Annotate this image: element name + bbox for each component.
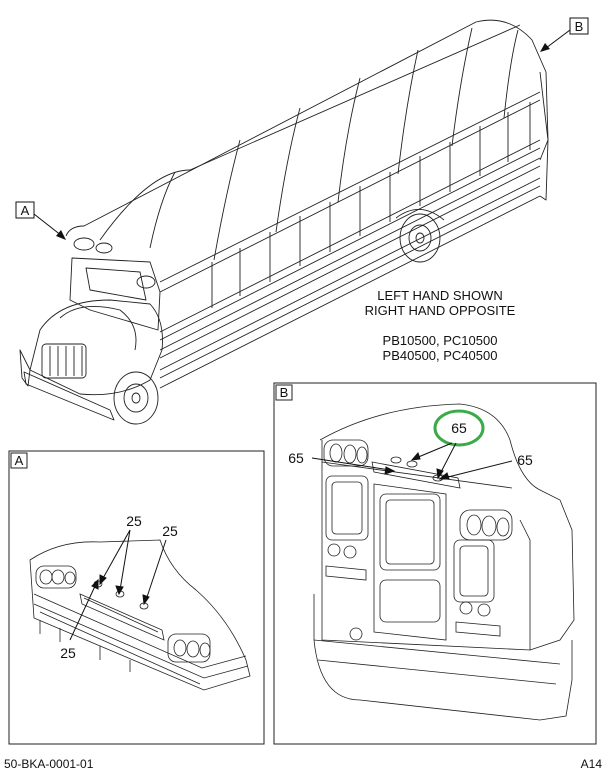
- front-wheel: [113, 371, 159, 425]
- svg-text:A: A: [21, 203, 30, 218]
- callouts-a: 25 25 25: [60, 513, 178, 661]
- view-marker-b: B: [540, 17, 589, 52]
- note-line-2: RIGHT HAND OPPOSITE: [365, 303, 516, 318]
- callout-65-left: 65: [288, 450, 304, 466]
- view-marker-a: A: [15, 201, 66, 240]
- callout-65-circled: 65: [451, 420, 467, 436]
- svg-text:A: A: [15, 453, 24, 468]
- callouts-b: 65 65 65: [288, 409, 533, 480]
- callout-25-top-right: 25: [162, 523, 178, 539]
- callout-25-top-left: 25: [126, 513, 142, 529]
- front-cap-illustration-a: [29, 539, 251, 691]
- note-line-4: PB40500, PC40500: [383, 348, 498, 363]
- callout-25-bottom: 25: [60, 645, 76, 661]
- detail-view-b: B: [273, 382, 597, 745]
- rear-end-illustration-b: [313, 403, 575, 721]
- svg-text:B: B: [575, 19, 584, 34]
- school-bus-illustration: [19, 19, 549, 425]
- application-notes: LEFT HAND SHOWN RIGHT HAND OPPOSITE PB10…: [365, 288, 516, 363]
- note-line-1: LEFT HAND SHOWN: [377, 288, 502, 303]
- note-line-3: PB10500, PC10500: [383, 333, 498, 348]
- callout-highlight-circle: [433, 409, 485, 447]
- detail-view-a: A 25 25 25: [8, 450, 265, 745]
- page-number: A14: [580, 757, 602, 771]
- svg-text:B: B: [280, 385, 289, 400]
- rear-wheel: [399, 213, 441, 263]
- callout-65-right: 65: [517, 452, 533, 468]
- drawing-number: 50-BKA-0001-01: [4, 757, 94, 771]
